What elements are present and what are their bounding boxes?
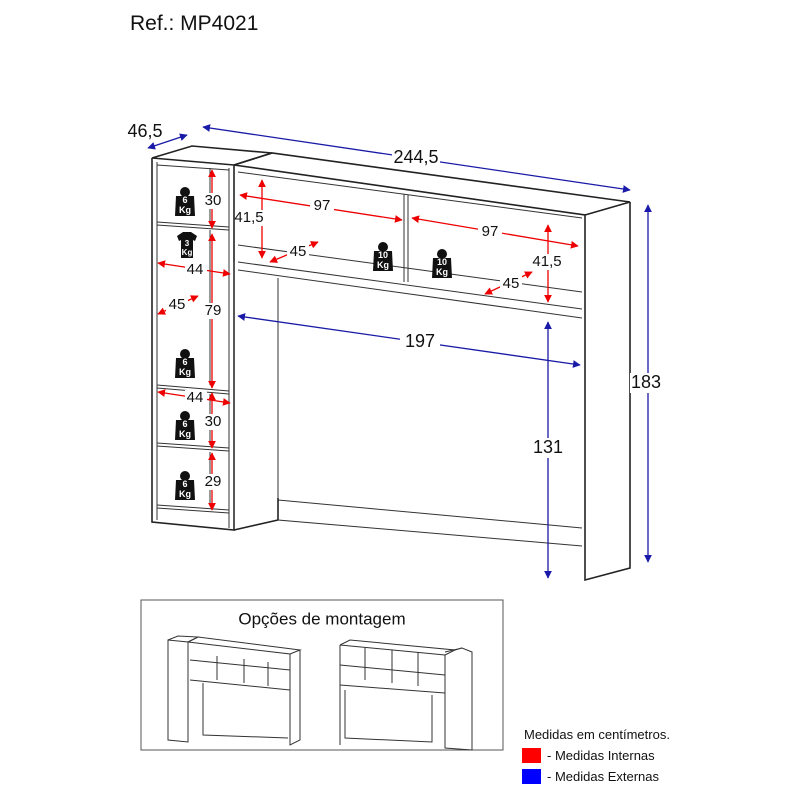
weight-icon-tower-shelf-4: 6Kg bbox=[175, 471, 195, 500]
dim-height: 183 bbox=[631, 372, 661, 392]
assembly-option-right bbox=[339, 639, 473, 751]
svg-text:6: 6 bbox=[182, 195, 187, 205]
legend-swatch-internal bbox=[522, 748, 541, 763]
weight-icon-tower-shelf-2: 6Kg bbox=[175, 349, 195, 378]
assembly-options-panel: Opções de montagem bbox=[140, 599, 504, 751]
bridge-unit bbox=[233, 152, 631, 582]
internal-dimensions bbox=[157, 169, 579, 511]
legend-swatch-external bbox=[522, 769, 541, 784]
dim-niche-depth-right: 45 bbox=[503, 275, 520, 292]
dim-tower-width-lower: 44 bbox=[187, 389, 204, 406]
dim-tower-width-upper: 44 bbox=[187, 261, 204, 278]
weight-icon-tower-shelf-1: 6Kg bbox=[175, 187, 195, 216]
svg-text:Kg: Kg bbox=[377, 260, 389, 270]
dim-depth: 46,5 bbox=[127, 121, 162, 141]
svg-text:6: 6 bbox=[182, 357, 187, 367]
dim-tower-depth: 45 bbox=[169, 296, 186, 313]
svg-text:Kg: Kg bbox=[179, 367, 191, 377]
svg-text:Kg: Kg bbox=[182, 248, 193, 257]
dim-niche-width-left: 97 bbox=[314, 197, 331, 214]
dim-tower-lower-height-1: 30 bbox=[205, 413, 222, 430]
svg-text:10: 10 bbox=[378, 250, 388, 260]
svg-text:Kg: Kg bbox=[179, 205, 191, 215]
dim-bed-width: 197 bbox=[405, 331, 435, 351]
weight-icon-tower-shelf-3: 6Kg bbox=[175, 411, 195, 440]
internal-dimension-labels: 97 97 41,5 41,5 45 45 30 44 45 79 44 30 … bbox=[166, 192, 564, 490]
dim-tower-lower-height-2: 29 bbox=[205, 473, 222, 490]
legend: Medidas em centímetros. - Medidas Intern… bbox=[522, 727, 670, 784]
dim-tower-top-height: 30 bbox=[205, 192, 222, 209]
svg-text:6: 6 bbox=[182, 479, 187, 489]
svg-text:Kg: Kg bbox=[436, 267, 448, 277]
legend-title: Medidas em centímetros. bbox=[524, 727, 670, 742]
dim-niche-height-right: 41,5 bbox=[532, 253, 561, 270]
dim-niche-width-right: 97 bbox=[482, 223, 499, 240]
svg-text:Kg: Kg bbox=[179, 489, 191, 499]
assembly-option-left bbox=[167, 635, 302, 746]
svg-text:3: 3 bbox=[185, 239, 190, 248]
svg-text:10: 10 bbox=[437, 257, 447, 267]
dim-niche-height-left: 41,5 bbox=[234, 209, 263, 226]
svg-text:Kg: Kg bbox=[179, 429, 191, 439]
reference-title: Ref.: MP4021 bbox=[130, 12, 258, 35]
dim-width: 244,5 bbox=[393, 147, 438, 167]
assembly-title: Opções de montagem bbox=[238, 609, 405, 628]
legend-external-label: - Medidas Externas bbox=[547, 769, 659, 784]
svg-text:6: 6 bbox=[182, 419, 187, 429]
dim-niche-depth-left: 45 bbox=[290, 243, 307, 260]
dim-tower-hanging-height: 79 bbox=[205, 302, 222, 319]
dim-bed-height: 131 bbox=[533, 437, 563, 457]
legend-internal-label: - Medidas Internas bbox=[547, 748, 655, 763]
tshirt-weight-icon-hanger: 3Kg bbox=[177, 232, 197, 258]
